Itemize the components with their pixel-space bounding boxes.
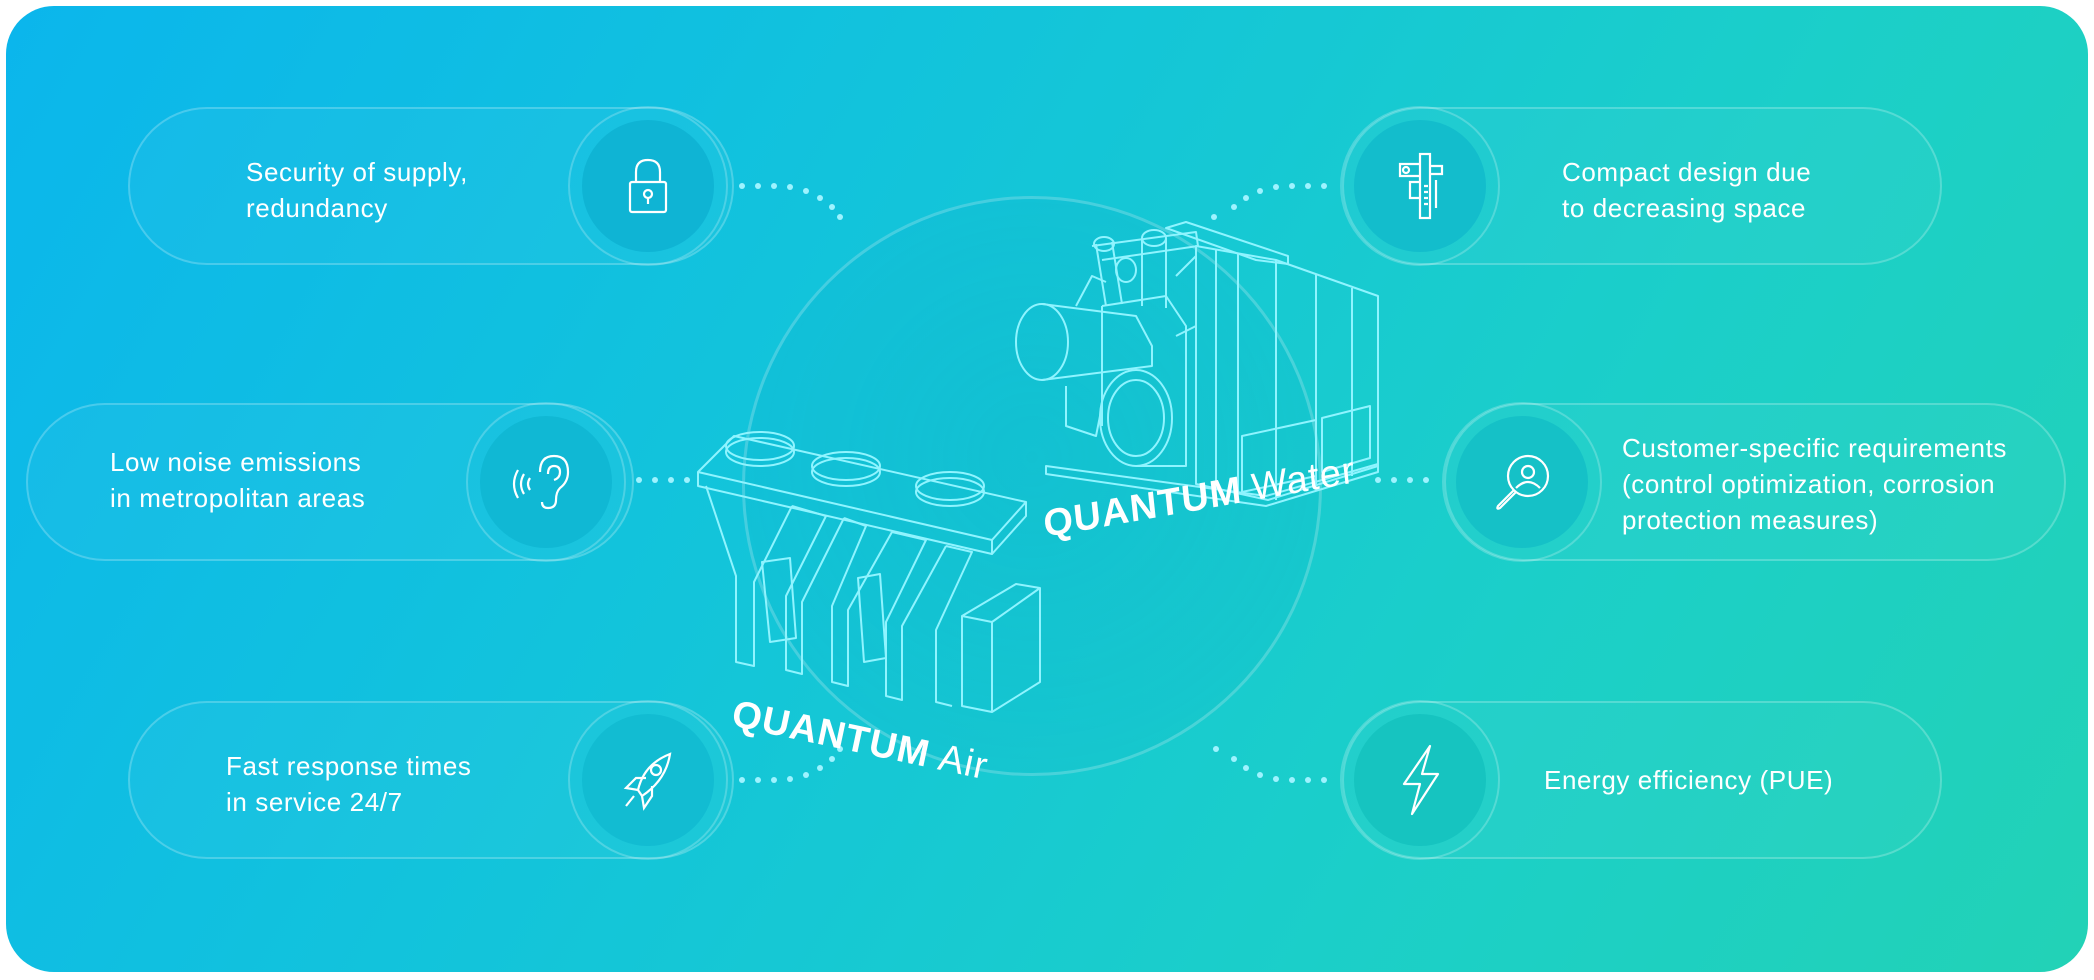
feature-icon-ring-compact [1340,106,1500,266]
air-type: Air [934,736,992,789]
feature-text-response: Fast response times in service 24/7 [226,751,472,817]
feature-pill-noise [26,403,634,561]
feature-icon-ring-noise [466,402,626,562]
feature-text-security: Security of supply, redundancy [246,157,468,223]
feature-icon-ring-response [568,700,728,860]
feature-text-customer: Customer-specific requirements (control … [1622,433,2008,535]
feature-pill-response [128,701,734,859]
feature-icon-ring-security [568,106,728,266]
feature-icon-ring-energy [1340,700,1500,860]
caliper-icon [1398,152,1444,220]
feature-text-compact: Compact design due to decreasing space [1562,157,1812,223]
feature-icon-ring-customer [1442,402,1602,562]
rocket-icon [623,752,672,811]
lock-icon [628,158,668,214]
magnifier-person-icon [1496,454,1550,510]
feature-pill-security [128,107,734,265]
feature-text-noise: Low noise emissions in metropolitan area… [110,447,366,513]
feature-text-energy: Energy efficiency (PUE) [1544,765,1834,795]
ear-sound-icon [512,454,570,510]
lightning-icon [1402,744,1440,816]
